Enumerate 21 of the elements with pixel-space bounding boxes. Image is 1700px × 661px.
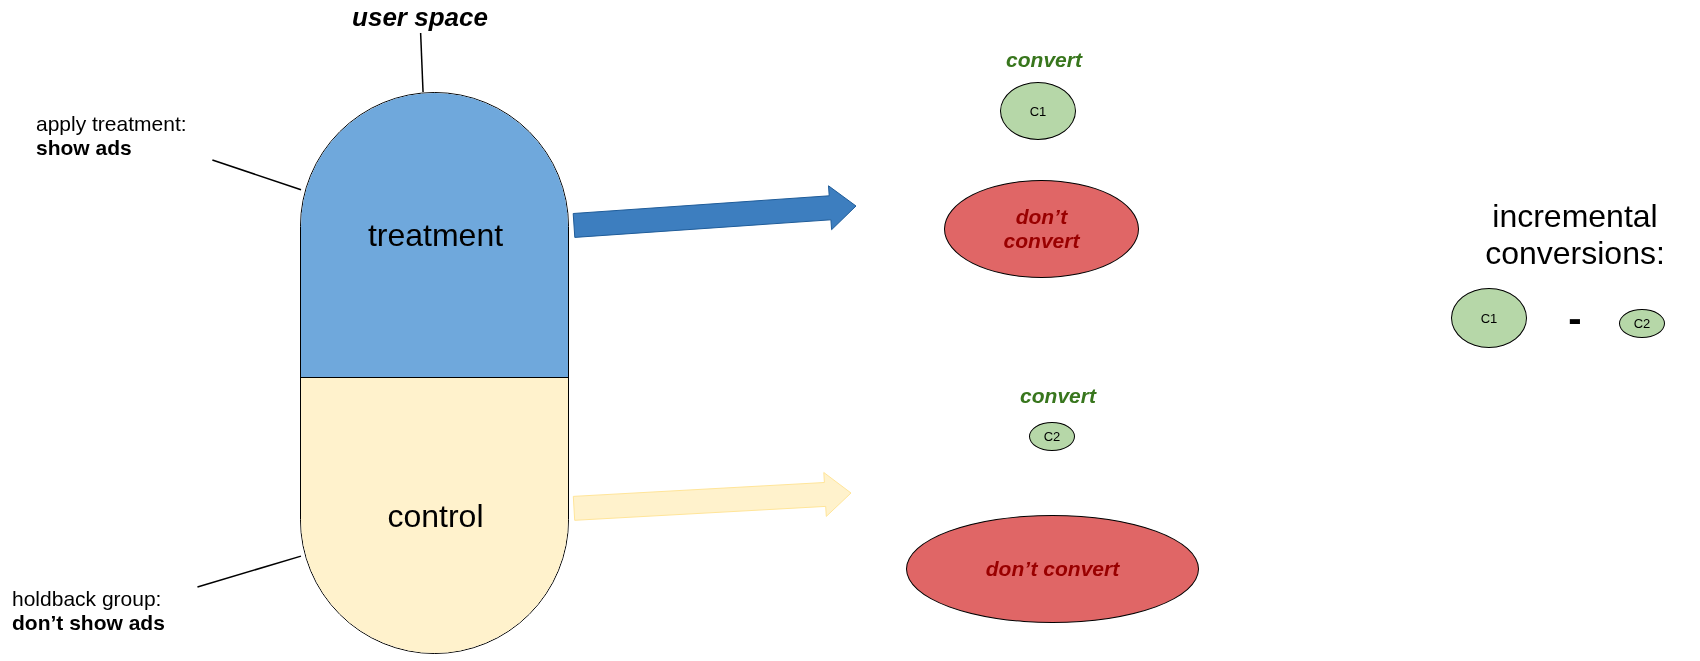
minus-sign: - (1567, 296, 1583, 341)
conversion-ellipse: C1 (1451, 288, 1527, 348)
block-arrow (572, 185, 857, 238)
outcome-ellipse: don’t convert (906, 515, 1199, 623)
node-label: convert (1005, 48, 1084, 72)
conversion-ellipse: C2 (1029, 422, 1075, 451)
block-arrow (572, 472, 852, 521)
conversion-ellipse: C2 (1619, 309, 1665, 338)
annotation: apply treatment: show ads (36, 112, 246, 160)
leader-line (419, 32, 424, 93)
capsule-shape (300, 92, 569, 654)
outcome-ellipse: don’t convert (944, 180, 1139, 278)
leader-line (196, 555, 302, 588)
treatment-half: treatment (301, 93, 568, 377)
group-title: user space (330, 2, 510, 33)
formula-label: incremental conversions: (1484, 198, 1666, 272)
annotation: holdback group: don’t show ads (12, 587, 222, 635)
node-label: convert (1019, 384, 1098, 408)
conversion-ellipse: C1 (1000, 82, 1076, 140)
leader-line (211, 159, 302, 191)
control-half: control (301, 377, 568, 653)
